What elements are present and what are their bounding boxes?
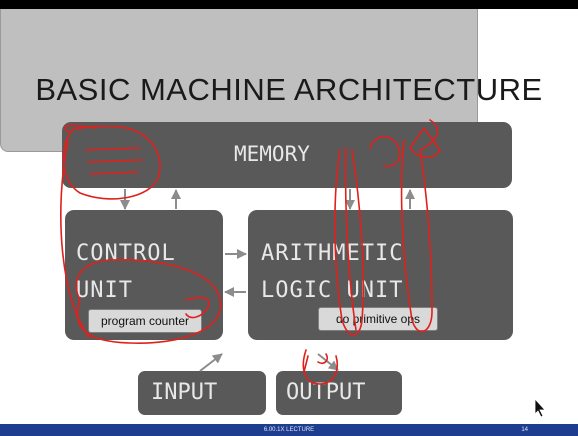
annotation-memory-scribble — [62, 125, 161, 200]
output-box — [276, 371, 402, 415]
program-counter-label: program counter — [88, 309, 202, 333]
control-unit-label-line2: UNIT — [76, 278, 133, 303]
alu-label-line2: LOGIC UNIT — [261, 278, 404, 303]
annotation-program-counter-circle — [75, 258, 222, 344]
primitive-ops-label: do primitive ops — [318, 307, 438, 331]
input-to-cpu-arrow — [199, 353, 223, 372]
footer-page-number: 14 — [521, 427, 528, 433]
top-black-bar — [0, 0, 578, 9]
input-box — [138, 371, 266, 415]
annotation-output-scribble — [302, 349, 338, 385]
footer-bar: 6.00.1X LECTURE 14 — [0, 424, 578, 436]
input-label: INPUT — [151, 380, 218, 405]
annotation-alu-loop — [334, 149, 365, 336]
memory-label: MEMORY — [234, 142, 310, 166]
output-label: OUTPUT — [286, 380, 366, 405]
slide-title: BASIC MACHINE ARCHITECTURE — [35, 72, 543, 107]
alu-label-line1: ARITHMETIC — [261, 241, 404, 266]
footer-lecture-label: 6.00.1X LECTURE — [263, 427, 315, 433]
cpu-to-output-arrow — [317, 353, 339, 371]
mouse-cursor-icon — [534, 397, 546, 418]
